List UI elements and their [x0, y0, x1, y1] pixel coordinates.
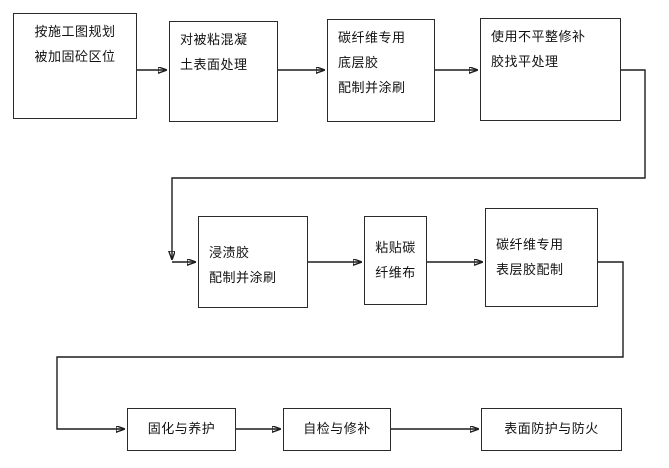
node-line: 对被粘混凝 — [180, 33, 248, 48]
node-topcoat-adhesive-mix[interactable]: 碳纤维专用 表层胶配制 — [485, 208, 598, 307]
node-line: 底层胶 — [338, 56, 379, 71]
node-curing-and-maintenance[interactable]: 固化与养护 — [127, 408, 236, 451]
node-line: 被加固砼区位 — [34, 50, 116, 65]
node-line: 浸渍胶 — [209, 246, 250, 261]
node-plan-reinforcement-zone[interactable]: 按施工图规划 被加固砼区位 — [13, 13, 137, 119]
node-line: 土表面处理 — [180, 58, 248, 73]
node-line: 固化与养护 — [147, 422, 216, 437]
node-line: 纤维布 — [375, 265, 416, 281]
node-line: 碳纤维专用 — [496, 237, 564, 253]
node-line: 粘贴碳 — [375, 240, 416, 256]
node-line: 配制并涂刷 — [209, 271, 277, 286]
node-line: 配制并涂刷 — [338, 81, 406, 96]
node-line: 胶找平处理 — [491, 55, 559, 70]
node-surface-protection-and-fireproofing[interactable]: 表面防护与防火 — [481, 408, 622, 451]
node-line: 使用不平整修补 — [491, 30, 586, 45]
node-leveling-putty-treatment[interactable]: 使用不平整修补 胶找平处理 — [480, 18, 621, 121]
node-bond-carbon-fiber-cloth[interactable]: 粘贴碳 纤维布 — [364, 216, 427, 305]
node-primer-adhesive-mix-and-brush[interactable]: 碳纤维专用 底层胶 配制并涂刷 — [327, 19, 435, 122]
node-line: 自检与修补 — [303, 422, 371, 437]
node-saturating-resin-mix-and-brush[interactable]: 浸渍胶 配制并涂刷 — [198, 216, 308, 308]
node-line: 按施工图规划 — [34, 25, 116, 40]
node-self-inspection-and-repair[interactable]: 自检与修补 — [283, 408, 391, 451]
node-concrete-surface-treatment[interactable]: 对被粘混凝 土表面处理 — [169, 21, 278, 122]
node-line: 表层胶配制 — [496, 262, 564, 278]
node-line: 表面防护与防火 — [504, 422, 599, 437]
node-line: 碳纤维专用 — [338, 31, 406, 46]
